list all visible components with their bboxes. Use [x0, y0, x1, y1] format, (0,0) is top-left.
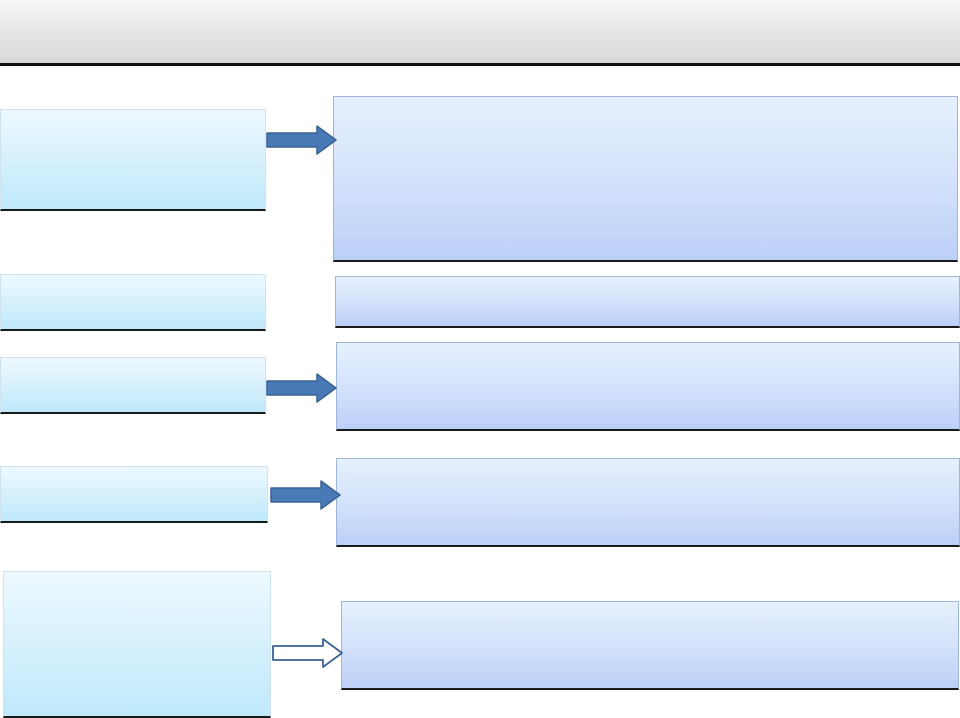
arrow-right-icon-1 [266, 125, 337, 155]
right-box-2 [335, 276, 960, 328]
left-box-5 [3, 571, 271, 718]
arrow-right-outline-icon [272, 638, 343, 668]
title-bar [0, 0, 960, 66]
right-box-5 [341, 601, 959, 690]
left-box-1 [0, 109, 266, 211]
right-box-3 [336, 342, 960, 431]
left-box-2 [0, 274, 266, 331]
right-box-4 [336, 458, 960, 547]
arrow-right-icon-3 [270, 480, 341, 510]
arrow-right-icon-2 [266, 373, 337, 403]
left-box-3 [0, 357, 266, 414]
left-box-4 [0, 466, 268, 523]
right-box-1 [333, 96, 958, 262]
